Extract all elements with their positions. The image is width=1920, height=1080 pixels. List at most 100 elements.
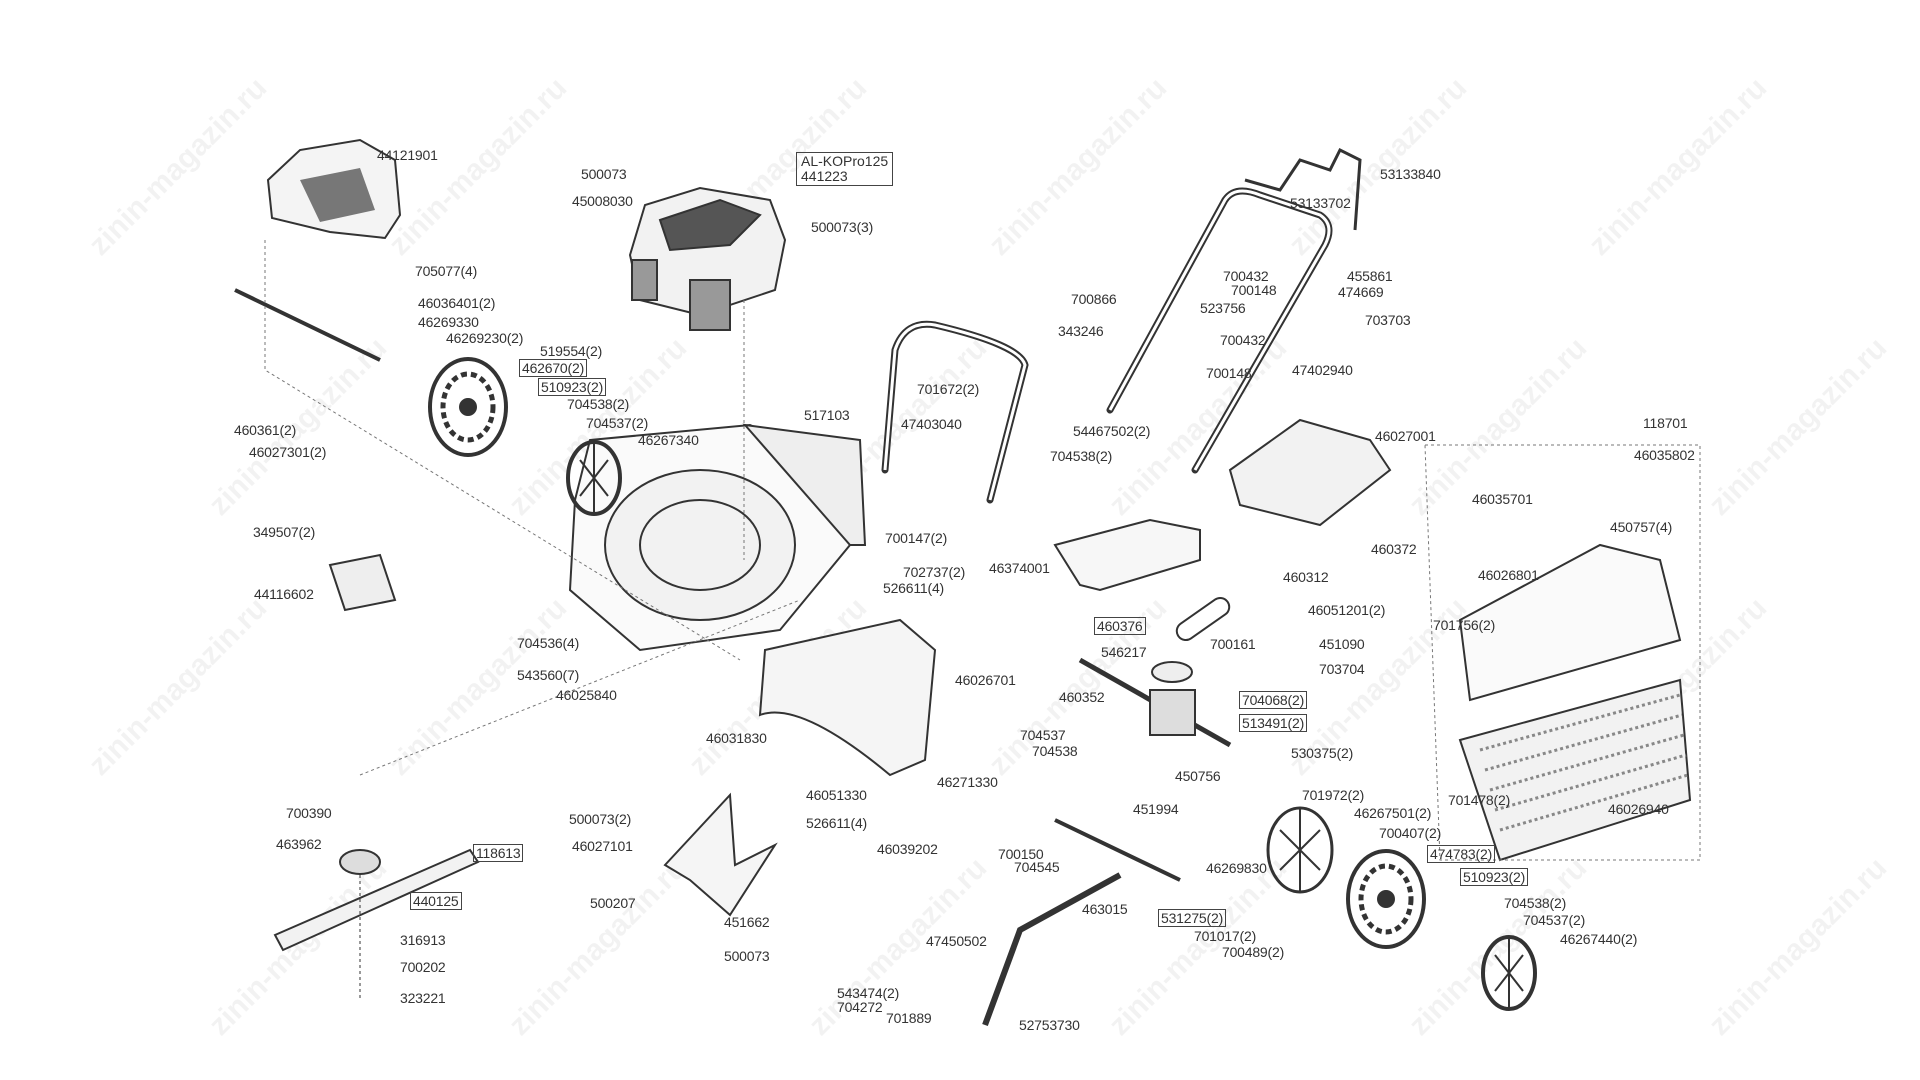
part-number-label: 701972(2) [1302,787,1365,803]
part-number-label: 500073(3) [811,219,874,235]
part-number-label: 46269230(2) [446,330,524,346]
part-number-label: 704537 [1020,727,1066,743]
part-number-label: 46051330 [806,787,867,803]
front-handle-44116602 [328,553,397,612]
part-number-label: 700390 [286,805,332,821]
chute-46026701 [758,618,937,777]
part-number-label: 46026701 [955,672,1016,688]
part-number-label: 323221 [400,990,446,1006]
part-number-label: 500073(2) [569,811,632,827]
part-number-label: 704537(2) [1523,912,1586,928]
part-number-label: 546217 [1101,644,1147,660]
part-number-label: 700489(2) [1222,944,1285,960]
axle-rod [234,288,381,362]
part-number-label: 500073 [581,166,627,182]
part-number-label: 463962 [276,836,322,852]
part-number-label: 701889 [886,1010,932,1026]
part-number-label: 510923(2) [1460,868,1529,886]
wheel-disc-46267501 [1266,806,1334,894]
blade-440125 [273,848,480,1000]
deflector-46027101 [663,792,778,917]
part-number-label: 704538(2) [1504,895,1567,911]
part-number-label: 460376 [1094,617,1146,635]
part-number-label: 316913 [400,932,446,948]
part-number-label: 455861 [1347,268,1393,284]
part-number-label: 46027101 [572,838,633,854]
hubcap-46267440 [1481,935,1537,1011]
part-number-label: 44116602 [254,586,314,602]
part-number-label: 500207 [590,895,636,911]
part-number-label: 523756 [1200,300,1246,316]
part-number-label: 701017(2) [1194,928,1257,944]
part-number-label: 460312 [1283,569,1329,585]
part-number-label: 701478(2) [1448,792,1511,808]
control-bar-53133840 [1244,147,1362,231]
rear-flap-46027001 [1228,418,1392,527]
part-number-label: 52753730 [1019,1017,1080,1033]
part-number-label: 526611(4) [806,815,867,831]
part-number-label: 700432 [1220,332,1266,348]
part-number-label: 118613 [473,844,524,862]
part-number-label: 47402940 [1292,362,1353,378]
part-number-label: 700161 [1210,636,1256,652]
part-number-label: 54467502(2) [1073,423,1151,439]
rear-wheel-right [1346,849,1426,949]
mower-deck-46025840 [568,423,867,652]
part-number-label: 46039202 [877,841,938,857]
part-number-label: 500073 [724,948,770,964]
engine-part-number: 441223 [801,168,848,184]
part-number-label: 700148 [1206,365,1252,381]
part-number-label: 343246 [1058,323,1104,339]
part-number-label: 46374001 [989,560,1050,576]
part-number-label: 46031830 [706,730,767,746]
gearbox-460352 [1078,596,1232,748]
part-number-label: 526611(4) [883,580,944,596]
part-number-label: 462670(2) [519,359,588,377]
part-number-label: 704538(2) [567,396,630,412]
part-number-label: 47403040 [901,416,962,432]
part-number-label: 460361(2) [234,422,297,438]
part-number-label: 704537(2) [586,415,649,431]
part-number-label: 46025840 [556,687,617,703]
part-number-label: 703704 [1319,661,1365,677]
part-number-label: 474669 [1338,284,1384,300]
part-number-label: 700150 [998,846,1044,862]
part-number-label: 46267440(2) [1560,931,1638,947]
part-number-label: 45008030 [572,193,633,209]
cover-stripe [300,168,375,222]
engine-model: AL-KOPro125 [801,153,889,169]
part-number-label: 543560(7) [517,667,580,683]
part-number-label: 46267340 [638,432,699,448]
part-number-label: 705077(4) [415,263,478,279]
part-number-label: 46026940 [1608,801,1669,817]
drive-axle [1054,818,1181,882]
part-number-label: 704545 [1014,859,1060,875]
part-number-label: 46036401(2) [418,295,496,311]
rear-wheel-left [428,357,508,457]
upper-handle-inner [1108,189,1331,471]
part-number-label: 703703 [1365,312,1411,328]
part-number-label: 451662 [724,914,770,930]
part-number-label: 46027001 [1375,428,1436,444]
part-number-label: 701672(2) [917,381,980,397]
part-number-label: 543474(2) [837,985,900,1001]
hubcap-46267340 [566,440,622,516]
part-number-label: 704272 [837,999,883,1015]
part-number-label: 519554(2) [540,343,603,359]
part-number-label: 700432 [1223,268,1269,284]
part-number-label: 460372 [1371,541,1417,557]
part-number-label: 451090 [1319,636,1365,652]
part-number-label: 46035701 [1472,491,1533,507]
part-number-label: 510923(2) [538,378,607,396]
part-number-label: 704538(2) [1050,448,1113,464]
part-number-label: 46035802 [1634,447,1695,463]
part-number-label: 46267501(2) [1354,805,1432,821]
part-number-label: 44121901 [377,147,438,163]
part-number-label: 349507(2) [253,524,316,540]
part-number-label: 460352 [1059,689,1105,705]
part-number-label: 701756(2) [1433,617,1496,633]
part-number-label: 46269330 [418,314,479,330]
mulch-plug-46374001 [1053,518,1201,592]
part-number-label: 53133702 [1290,195,1351,211]
